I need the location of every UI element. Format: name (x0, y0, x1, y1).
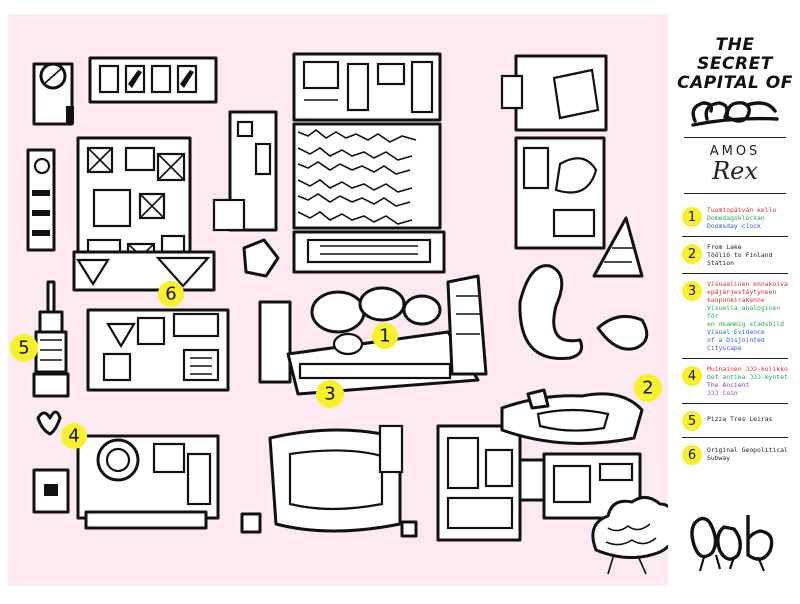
building-top-right (500, 54, 608, 132)
legend-list: 1 Tuomiopäivän kello Domedagsklockan Doo… (676, 200, 794, 471)
marker-6-label: 6 (165, 284, 176, 305)
legend-entry-3: 3 Visuaalinen ennakoiva epäjärjestäytyne… (682, 274, 788, 359)
legend-entry-4: 4 Muinainen ƆƆƆ-kolikko Det antika ƆƆƆ-m… (682, 359, 788, 404)
brain-character (591, 496, 668, 575)
sponsor-bottom: Rex (712, 157, 758, 185)
legend-line: Visuella analoginen för (707, 304, 781, 320)
legend-rule-top (684, 137, 786, 138)
sponsor-top: AMOS (709, 144, 761, 159)
title-logo-graffiti (691, 101, 779, 127)
legend-entry-1: 1 Tuomiopäivän kello Domedagsklockan Doo… (682, 200, 788, 237)
legend-line: of a Disjointed (707, 336, 765, 344)
marker-4-label: 4 (68, 426, 79, 447)
building-top-center (292, 52, 442, 122)
legend-number: 2 (682, 244, 702, 264)
building-left-complex-south (72, 250, 216, 292)
legend-line: The Ancient (707, 381, 750, 389)
legend-line: Visuaalinen ennakoiva (707, 280, 788, 288)
legend-line: Muinainen ƆƆƆ-kolikko (707, 365, 788, 373)
legend-number: 6 (682, 445, 702, 465)
legend-line: Original Geopolitical (707, 446, 788, 454)
legend-line: Tööliö to Finland (707, 251, 773, 259)
title-line-3: CAPITAL OF (677, 73, 793, 93)
legend-line: en osammig stadsbild (707, 320, 784, 328)
legend-line: Doomsday clock (707, 222, 761, 230)
building-right-mid (514, 136, 606, 250)
legend-line: kaupunkirakenne (707, 296, 765, 304)
legend-line: Pizza Tres Leiras (707, 415, 773, 423)
legend-line: Domedagsklockan (707, 214, 765, 222)
building-top-row-block (88, 56, 218, 104)
legend-number: 5 (682, 411, 702, 431)
marker-1[interactable]: 1 (372, 323, 398, 349)
legend-entry-5: 5 Pizza Tres Leiras (682, 404, 788, 438)
legend-number: 3 (682, 281, 702, 301)
marker-3-label: 3 (324, 384, 335, 405)
legend-number: 1 (682, 207, 702, 227)
map-title: THE SECRET CAPITAL OF (676, 36, 794, 129)
legend-line: Det antika ƆƆƆ-myntet (707, 373, 788, 381)
legend-number: 4 (682, 366, 702, 386)
building-bottom-center (240, 424, 404, 534)
legend-line: epäjärjestäytyneen (707, 288, 777, 296)
building-center-left-tower (212, 110, 280, 278)
pebble-plaza (292, 122, 442, 230)
title-line-2: SECRET (697, 54, 773, 74)
marker-2-label: 2 (642, 378, 653, 399)
building-left-center (86, 308, 230, 392)
sponsor-logo: AMOS Rex (676, 144, 794, 185)
marker-3[interactable]: 3 (316, 380, 344, 408)
building-pizza-tower (32, 280, 70, 398)
legend-line: Tuomiopäivän kello (707, 206, 777, 214)
sculpture-curved-right (518, 264, 649, 361)
title-line-1: THE (715, 35, 755, 55)
legend-line: Cityscape (707, 344, 742, 352)
statue-coin (32, 410, 70, 514)
legend-line: Subway (707, 454, 731, 462)
building-left-edge-tower (26, 148, 56, 252)
building-boat-right (500, 388, 644, 520)
city-map: 1 2 3 4 5 6 (8, 14, 668, 586)
bottom-graffiti-logo (690, 515, 774, 572)
map-drawing: 1 2 3 4 5 6 (8, 14, 668, 586)
legend-entry-2: 2 From Lake Tööliö to Finland Station (682, 237, 788, 274)
marker-2[interactable]: 2 (634, 374, 662, 402)
legend-rule-middle (684, 193, 786, 194)
legend-line: Visual Evidence (707, 328, 765, 336)
building-bottom-right-center (400, 424, 568, 542)
building-triangle-right (592, 216, 644, 278)
marker-5-label: 5 (18, 338, 29, 359)
building-grille (292, 230, 446, 274)
legend-entry-6: 6 Original Geopolitical Subway (682, 438, 788, 471)
legend-line: ƆƆƆ Coin (707, 389, 738, 397)
legend-line: From Lake (707, 243, 742, 251)
marker-5[interactable]: 5 (10, 334, 38, 362)
marker-6[interactable]: 6 (158, 281, 184, 307)
marker-1-label: 1 (379, 326, 390, 347)
building-top-left-tower (32, 62, 74, 126)
building-coin-block (76, 434, 220, 530)
legend-line: Station (707, 259, 734, 267)
marker-4[interactable]: 4 (61, 423, 87, 449)
legend-panel: THE SECRET CAPITAL OF AMOS Rex 1 Tuomiop… (676, 14, 794, 589)
